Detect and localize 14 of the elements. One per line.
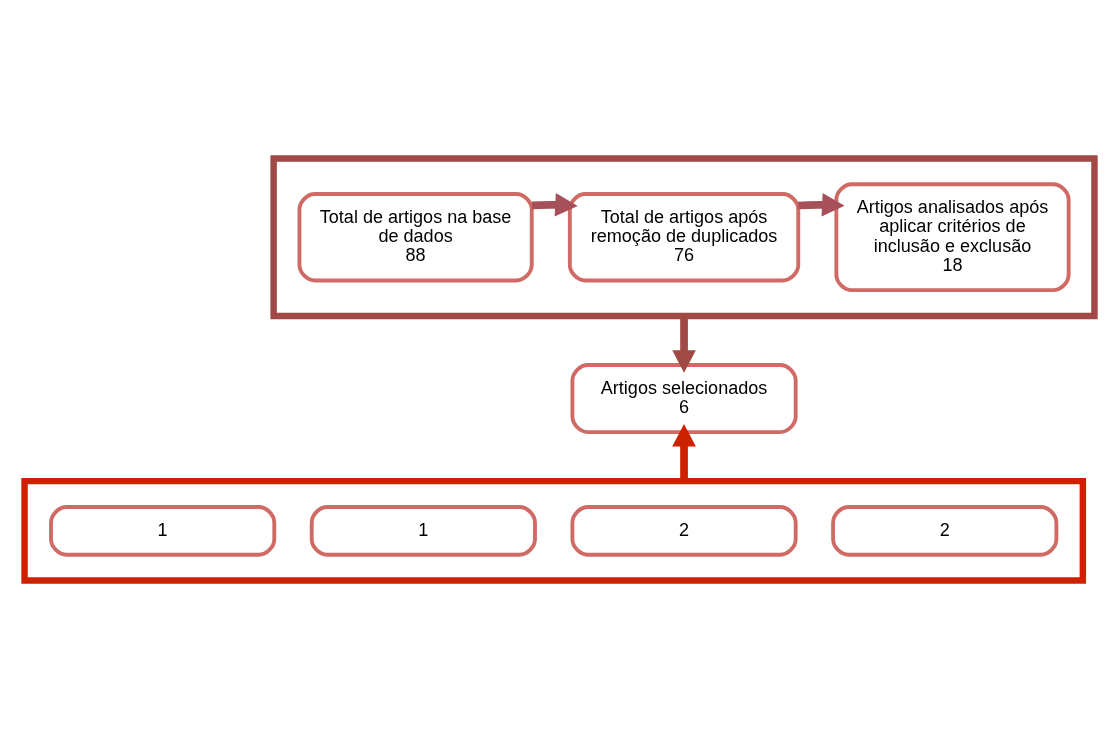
arrow <box>798 192 845 217</box>
node-box: Total de artigos após remoção de duplicados 76 <box>567 191 801 282</box>
arrow <box>672 315 696 373</box>
node-box: 2 <box>570 504 798 557</box>
cluster <box>270 154 1098 319</box>
node-box: Artigos selecionados 6 <box>570 362 798 434</box>
node-box: 1 <box>49 504 277 557</box>
node-box: Artigos analisados após aplicar critérios de inclusão e exclusão 18 <box>834 181 1071 292</box>
cluster <box>21 477 1087 584</box>
node-box: 2 <box>831 504 1059 557</box>
arrow <box>531 192 578 217</box>
node-box: 1 <box>309 504 537 557</box>
arrow <box>672 423 696 481</box>
node-box: Total de artigos na base de dados 88 <box>297 191 534 282</box>
